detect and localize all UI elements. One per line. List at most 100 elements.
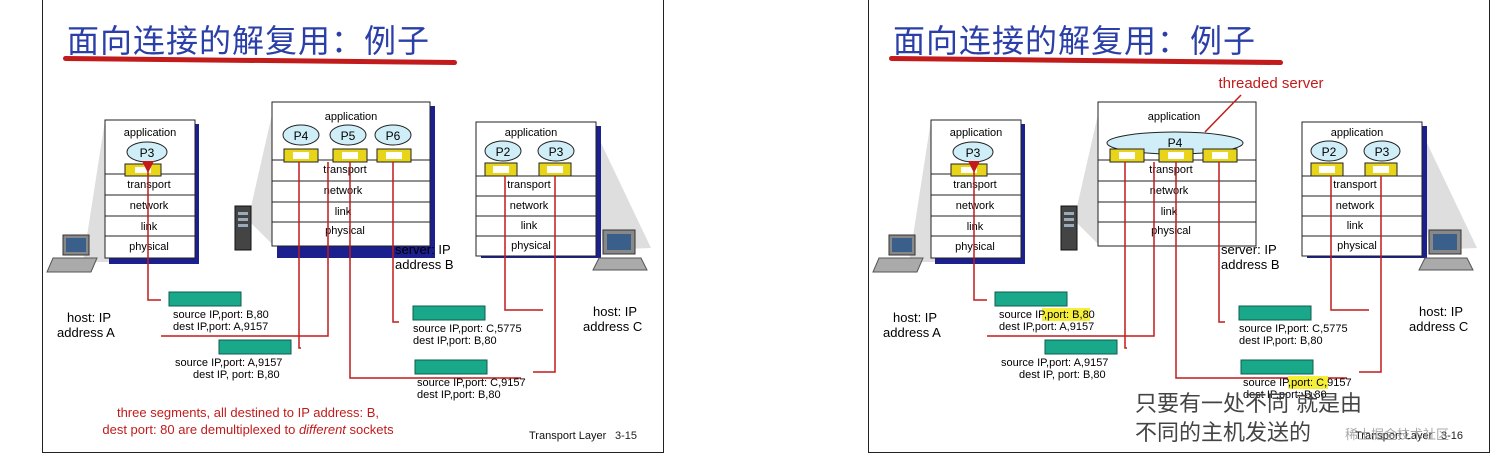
svg-text:P3: P3 [966, 146, 981, 160]
svg-text:application: application [1331, 127, 1384, 139]
svg-text:address B: address B [395, 257, 454, 272]
svg-text:address C: address C [1409, 319, 1468, 334]
threaded-server-label: threaded server [1218, 75, 1323, 92]
svg-text:network: network [324, 185, 363, 197]
svg-text:physical: physical [129, 241, 169, 253]
svg-text:physical: physical [1151, 225, 1191, 237]
svg-text:link: link [1161, 206, 1178, 218]
caption-overlay: 只要有一处不同 就是由 不同的主机发送的 [1135, 390, 1362, 448]
svg-text:host: IP: host: IP [593, 304, 637, 319]
svg-text:link: link [1347, 220, 1364, 232]
caption-line-2: 不同的主机发送的 [1135, 421, 1312, 446]
segment-4 [414, 359, 488, 375]
server-cone [248, 110, 273, 245]
svg-text:address C: address C [583, 319, 642, 334]
svg-text:dest IP,port: B,80: dest IP,port: B,80 [1243, 389, 1327, 401]
svg-text:physical: physical [511, 240, 551, 252]
server-tower-icon [234, 205, 252, 251]
svg-text:link: link [141, 221, 158, 233]
segment-3 [412, 305, 486, 321]
svg-text:transport: transport [507, 179, 550, 191]
svg-text:source IP,port: A,9157: source IP,port: A,9157 [175, 357, 282, 369]
svg-text:physical: physical [1337, 240, 1377, 252]
laptop-icon-a [872, 234, 924, 273]
desktop-icon-c [592, 229, 648, 271]
segment-1 [168, 291, 242, 307]
svg-text:source IP,port: C,5775: source IP,port: C,5775 [1239, 323, 1348, 335]
threaded-demux-diagram: application P3 transport network link ph… [872, 75, 1477, 401]
slide-left: 面向连接的解复用：例子 application P3 transport net… [42, 0, 664, 453]
host-a-app-label: application [124, 127, 177, 139]
svg-text:address A: address A [57, 325, 115, 340]
caption-line-1: 只要有一处不同 就是由 [1135, 392, 1362, 417]
svg-text:network: network [1336, 200, 1375, 212]
svg-text:P2: P2 [1322, 145, 1337, 159]
svg-text:source IP,port: B,80: source IP,port: B,80 [173, 309, 269, 321]
svg-text:application: application [950, 127, 1003, 139]
svg-text:network: network [956, 200, 995, 212]
desktop-icon-c [1418, 229, 1474, 271]
svg-text:network: network [510, 200, 549, 212]
server-stack: application P4 P5 P6 transport network l… [271, 101, 435, 258]
svg-text:transport: transport [1333, 179, 1376, 191]
svg-text:source IP,port: C,9157: source IP,port: C,9157 [1243, 377, 1352, 389]
explanation-note: three segments, all destined to IP addre… [102, 405, 394, 437]
svg-text:P3: P3 [1375, 145, 1390, 159]
svg-text:network: network [130, 200, 169, 212]
svg-text:server: IP: server: IP [1221, 242, 1277, 257]
svg-text:link: link [335, 206, 352, 218]
svg-text:P6: P6 [386, 129, 401, 143]
svg-text:application: application [325, 111, 378, 123]
host-a-cone [83, 120, 143, 262]
svg-text:dest IP,port: B,80: dest IP,port: B,80 [417, 389, 501, 401]
page-number: 3-16 [1441, 430, 1464, 442]
svg-text:physical: physical [955, 241, 995, 253]
svg-text:P3: P3 [140, 146, 155, 160]
svg-text:link: link [967, 221, 984, 233]
svg-text:P4: P4 [1168, 136, 1183, 150]
svg-text:source IP,port: A,9157: source IP,port: A,9157 [1001, 357, 1108, 369]
svg-text:address B: address B [1221, 257, 1280, 272]
svg-text:host: IP: host: IP [67, 310, 111, 325]
host-c-stack: application P2 P3 transport network link… [475, 121, 601, 258]
svg-text:P4: P4 [294, 129, 309, 143]
svg-text:source IP,port: C,5775: source IP,port: C,5775 [413, 323, 522, 335]
svg-text:dest IP,port: B,80: dest IP,port: B,80 [1239, 335, 1323, 347]
laptop-icon-a [46, 234, 98, 273]
svg-text:application: application [1148, 111, 1201, 123]
svg-text:P5: P5 [341, 129, 356, 143]
slide-right: 面向连接的解复用：例子 application P3 transport net… [868, 0, 1490, 453]
svg-text:link: link [521, 220, 538, 232]
footer-label: Transport Layer [1355, 430, 1433, 442]
svg-text:network: network [1150, 185, 1189, 197]
svg-text:transport: transport [953, 179, 996, 191]
svg-text:physical: physical [325, 225, 365, 237]
svg-text:dest IP,port: B,80: dest IP,port: B,80 [413, 335, 497, 347]
svg-text:address A: address A [883, 325, 941, 340]
host-c-cone [591, 122, 651, 250]
page-number: 3-15 [615, 430, 638, 442]
svg-text:application: application [505, 127, 558, 139]
svg-text:transport: transport [1149, 164, 1192, 176]
svg-text:dest IP, port: B,80: dest IP, port: B,80 [193, 369, 280, 381]
demux-diagram: application P3 transport network link ph… [46, 101, 651, 401]
svg-text:dest IP,port: A,9157: dest IP,port: A,9157 [999, 321, 1094, 333]
svg-text:P2: P2 [496, 145, 511, 159]
host-a-stack: application P3 transport network link ph… [104, 119, 199, 264]
watermark: 稀土掘金技术社区 [1345, 428, 1450, 443]
svg-text:source IP,port: B,80: source IP,port: B,80 [999, 309, 1095, 321]
svg-text:dest IP,port: A,9157: dest IP,port: A,9157 [173, 321, 268, 333]
svg-text:source IP,port: C,9157: source IP,port: C,9157 [417, 377, 526, 389]
routing-lines [142, 161, 556, 379]
svg-text:transport: transport [323, 164, 366, 176]
svg-text:host: IP: host: IP [1419, 304, 1463, 319]
slide-title: 面向连接的解复用：例子 [893, 22, 1257, 60]
segment-2 [218, 339, 292, 355]
svg-text:dest IP, port: B,80: dest IP, port: B,80 [1019, 369, 1106, 381]
slide-title: 面向连接的解复用：例子 [67, 22, 431, 60]
svg-text:transport: transport [127, 179, 170, 191]
svg-text:server: IP: server: IP [395, 242, 451, 257]
svg-text:host: IP: host: IP [893, 310, 937, 325]
server-tower-icon [1060, 205, 1078, 251]
footer-label: Transport Layer [529, 430, 607, 442]
